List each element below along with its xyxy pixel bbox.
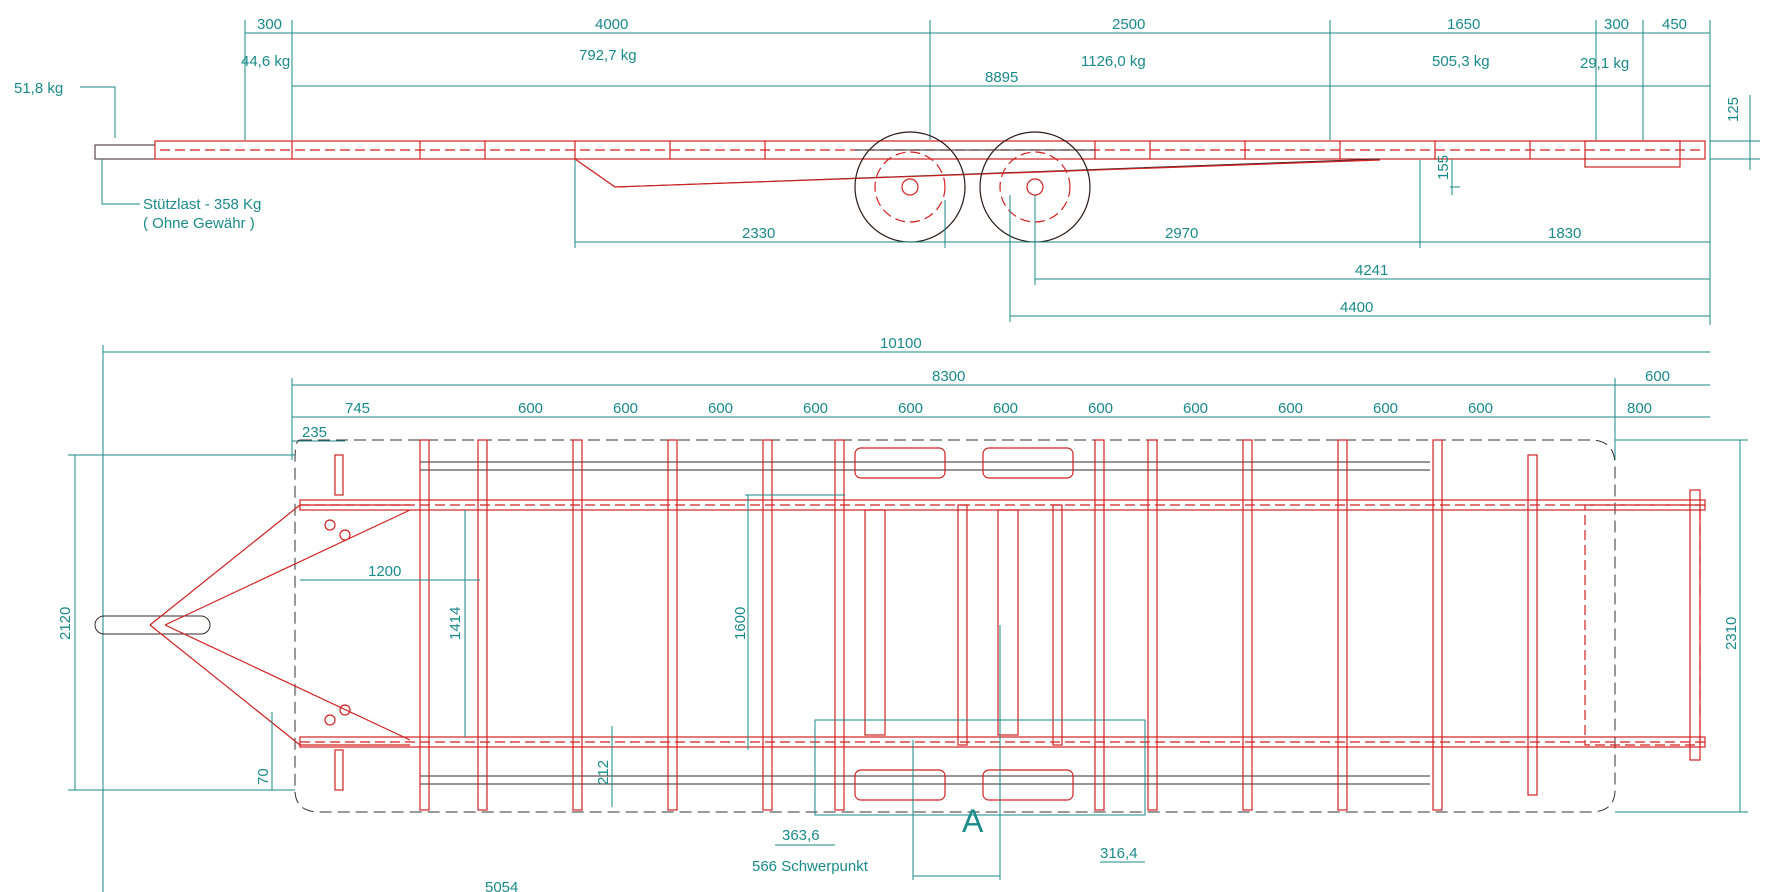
dim-745: 745 — [345, 400, 370, 417]
dim-363-6: 363,6 — [782, 827, 820, 844]
spacing-5: 600 — [898, 400, 923, 417]
dim-2330: 2330 — [742, 225, 775, 242]
drawbar — [94, 454, 411, 791]
spacing-4: 600 — [803, 400, 828, 417]
spacing-6: 600 — [993, 400, 1018, 417]
load-44-6: 44,6 kg — [241, 53, 290, 70]
dim-1830: 1830 — [1548, 225, 1581, 242]
dim-4400: 4400 — [1340, 299, 1373, 316]
dim-125: 125 — [1725, 97, 1742, 122]
load-51-8: 51,8 kg — [14, 80, 63, 97]
dim-2970: 2970 — [1165, 225, 1198, 242]
spacing-7: 600 — [1088, 400, 1113, 417]
dim-2310: 2310 — [1723, 617, 1740, 650]
dim-800: 800 — [1627, 400, 1652, 417]
spacing-9: 600 — [1278, 400, 1303, 417]
stuetzlast-label: Stützlast - 358 Kg — [143, 196, 261, 213]
spacing-3: 600 — [708, 400, 733, 417]
section-a-label: A — [962, 803, 984, 839]
dim-300-front: 300 — [257, 16, 282, 33]
dim-2120: 2120 — [57, 607, 74, 640]
dim-155: 155 — [1435, 155, 1452, 180]
dim-600-right: 600 — [1645, 368, 1670, 385]
dim-5054: 5054 — [485, 879, 518, 892]
load-1126-0: 1126,0 kg — [1081, 53, 1146, 70]
dim-70: 70 — [255, 768, 272, 785]
spacing-10: 600 — [1373, 400, 1398, 417]
dim-300-rear: 300 — [1604, 16, 1629, 33]
top-view: 10100 8300 600 745 600 600 600 600 600 6… — [57, 335, 1748, 892]
dim-2500: 2500 — [1112, 16, 1145, 33]
spacing-1: 600 — [518, 400, 543, 417]
load-792-7: 792,7 kg — [579, 47, 637, 64]
dim-1650: 1650 — [1447, 16, 1480, 33]
dim-8895: 8895 — [985, 69, 1018, 86]
dim-316-4: 316,4 — [1100, 845, 1138, 862]
dim-10100: 10100 — [880, 335, 922, 352]
ohne-gewaehr-label: ( Ohne Gewähr ) — [143, 215, 255, 232]
spacing-2: 600 — [613, 400, 638, 417]
spacing-8: 600 — [1183, 400, 1208, 417]
dim-4241: 4241 — [1355, 262, 1388, 279]
dim-4000: 4000 — [595, 16, 628, 33]
dim-235: 235 — [302, 424, 327, 441]
dim-212: 212 — [595, 760, 612, 785]
dim-8300: 8300 — [932, 368, 965, 385]
load-29-1: 29,1 kg — [1580, 55, 1629, 72]
spacing-11: 600 — [1468, 400, 1493, 417]
load-505-3: 505,3 kg — [1432, 53, 1490, 70]
schwerpunkt-label: 566 Schwerpunkt — [752, 858, 869, 875]
dim-1414: 1414 — [447, 607, 464, 640]
side-view: 300 4000 2500 1650 300 450 44,6 kg 792,7… — [14, 16, 1760, 325]
dim-1600: 1600 — [732, 607, 749, 640]
dim-450: 450 — [1662, 16, 1687, 33]
cross-members — [419, 439, 1538, 811]
dim-1200: 1200 — [368, 563, 401, 580]
